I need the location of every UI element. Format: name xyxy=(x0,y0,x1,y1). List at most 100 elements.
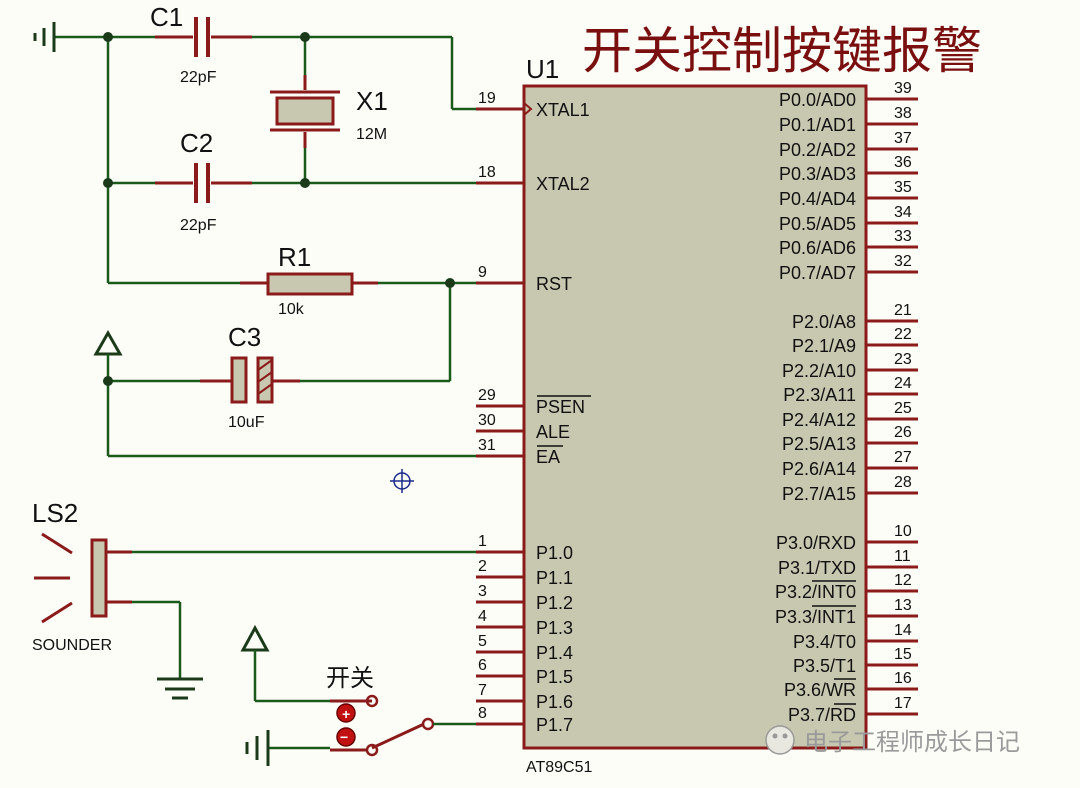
chip-pin-8: 8P1.7 xyxy=(476,705,573,735)
ground-symbol-sounder xyxy=(157,677,203,700)
chip-left-pins: 19XTAL118XTAL29RST29PSEN30ALE31EA1P1.02P… xyxy=(476,90,591,735)
pin-number: 2 xyxy=(478,558,487,575)
pin-name: PSEN xyxy=(536,397,585,417)
pin-name: XTAL2 xyxy=(536,174,590,194)
watermark: 电子工程师成长日记 xyxy=(765,725,1020,756)
power-arrow-vcc xyxy=(93,329,123,456)
pin-number: 31 xyxy=(478,437,496,454)
pin-name: P2.6/A14 xyxy=(782,459,856,479)
pin-name: RST xyxy=(536,274,572,294)
r1-ref: R1 xyxy=(278,242,311,272)
switch: + − 开关 xyxy=(326,664,476,757)
pin-number: 23 xyxy=(894,351,912,368)
pin-name: P2.2/A10 xyxy=(782,361,856,381)
pin-number: 15 xyxy=(894,646,912,663)
svg-text:+: + xyxy=(342,706,350,722)
pin-name: P1.7 xyxy=(536,715,573,735)
pin-number: 11 xyxy=(894,548,911,565)
pin-number: 17 xyxy=(894,695,912,712)
pin-number: 27 xyxy=(894,449,912,466)
ls2-ref: LS2 xyxy=(32,498,78,528)
pin-number: 28 xyxy=(894,474,912,491)
switch-label: 开关 xyxy=(326,664,374,692)
capacitor-c1: C1 22pF xyxy=(108,2,452,86)
pin-number: 35 xyxy=(894,179,912,196)
mcu-chip: U1 AT89C51 19XTAL118XTAL29RST29PSEN30ALE… xyxy=(476,54,918,776)
pin-number: 9 xyxy=(478,264,487,281)
pin-name: P2.5/A13 xyxy=(782,434,856,454)
chip-pin-1: 1P1.0 xyxy=(476,533,573,563)
pin-number: 3 xyxy=(478,583,487,600)
pin-name: P2.1/A9 xyxy=(792,336,856,356)
pin-number: 26 xyxy=(894,424,912,441)
pin-name: P3.7/RD xyxy=(788,705,856,725)
pin-number: 25 xyxy=(894,400,912,417)
pin-name: EA xyxy=(536,447,560,467)
pin-name: P1.6 xyxy=(536,692,573,712)
pin-number: 5 xyxy=(478,633,487,650)
chip-pin-2: 2P1.1 xyxy=(476,558,573,588)
chip-pin-4: 4P1.3 xyxy=(476,608,573,638)
pin-name: P3.5/T1 xyxy=(793,656,856,676)
pin-name: XTAL1 xyxy=(536,100,590,120)
pin-name: P0.3/AD3 xyxy=(779,164,856,184)
pin-name: P2.4/A12 xyxy=(782,410,856,430)
chip-pin-5: 5P1.4 xyxy=(476,633,573,663)
x1-ref: X1 xyxy=(356,86,388,116)
capacitor-c3: C3 10uF xyxy=(108,322,300,431)
cursor-crosshair-icon xyxy=(390,469,414,493)
c3-ref: C3 xyxy=(228,322,261,352)
r1-value: 10k xyxy=(278,301,305,318)
pin-number: 34 xyxy=(894,204,912,221)
chip-pin-7: 7P1.6 xyxy=(476,682,573,712)
c3-value: 10uF xyxy=(228,414,265,431)
pin-number: 37 xyxy=(894,130,912,147)
pin-number: 16 xyxy=(894,670,912,687)
ls2-value: SOUNDER xyxy=(32,637,112,654)
schematic-title: 开关控制按键报警 xyxy=(582,22,982,80)
sounder-ls2: LS2 SOUNDER xyxy=(32,498,476,678)
crystal-x1: X1 12M xyxy=(270,37,388,183)
pin-number: 24 xyxy=(894,375,912,392)
pin-number: 6 xyxy=(478,657,487,674)
pin-name: P3.4/T0 xyxy=(793,632,856,652)
chip-right-pins: 39P0.0/AD038P0.1/AD137P0.2/AD236P0.3/AD3… xyxy=(775,80,918,725)
pin-number: 39 xyxy=(894,80,912,97)
pin-name: P2.3/A11 xyxy=(783,385,856,405)
pin-name: ALE xyxy=(536,422,570,442)
pin-name: P1.2 xyxy=(536,593,573,613)
pin-number: 21 xyxy=(894,302,912,319)
pin-name: P0.2/AD2 xyxy=(779,140,856,160)
pin-number: 1 xyxy=(478,533,487,550)
pin-number: 4 xyxy=(478,608,487,625)
pin-name: P1.1 xyxy=(536,568,573,588)
chip-pin-3: 3P1.2 xyxy=(476,583,573,613)
c1-value: 22pF xyxy=(180,69,217,86)
pin-name: P0.5/AD5 xyxy=(779,214,856,234)
capacitor-c2: C2 22pF xyxy=(108,128,476,234)
pin-number: 19 xyxy=(478,90,496,107)
pin-number: 14 xyxy=(894,622,912,639)
pin-number: 32 xyxy=(894,253,912,270)
pin-name: P3.3/INT1 xyxy=(775,607,856,627)
pin-name: P3.2/INT0 xyxy=(775,582,856,602)
pin-name: P0.1/AD1 xyxy=(779,115,856,135)
pin-name: P3.1/TXD xyxy=(778,558,856,578)
ground-symbol-top xyxy=(33,22,108,52)
